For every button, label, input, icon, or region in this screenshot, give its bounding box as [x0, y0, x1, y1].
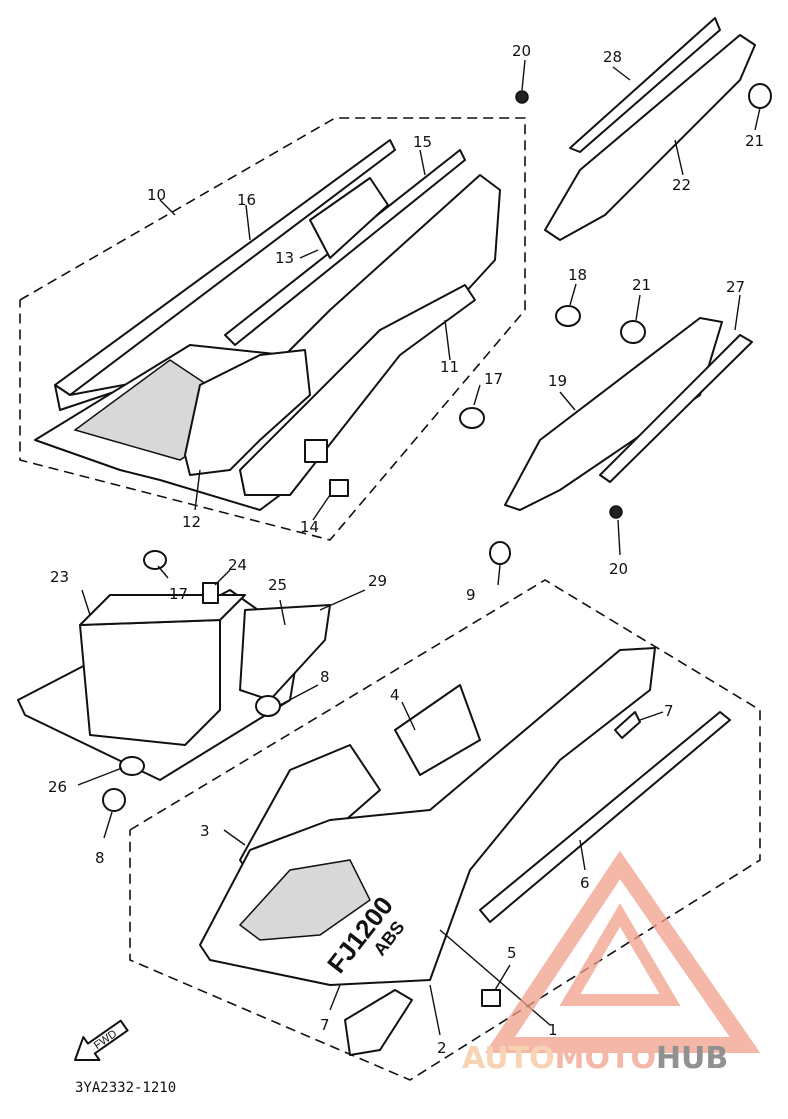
panel-13	[309, 177, 389, 259]
label-15: 15	[413, 133, 432, 151]
grommet-17-upper	[459, 407, 485, 429]
watermark-text: AUTOMOTOHUB	[462, 1041, 728, 1076]
piece-7-upper	[614, 711, 641, 739]
label-20-top: 20	[512, 42, 531, 60]
grommet-8-low	[102, 788, 126, 812]
washer-26	[119, 756, 145, 776]
bolt-20-top	[515, 90, 529, 104]
label-17-lower: 17	[169, 585, 188, 603]
watermark-logo: AUTOMOTOHUB	[462, 850, 761, 1076]
label-26: 26	[48, 778, 67, 796]
bolt-20-mid	[609, 505, 623, 519]
label-17-upper: 17	[484, 370, 503, 388]
label-4: 4	[390, 686, 400, 704]
grommet-8-mid	[255, 695, 281, 717]
grommet-21-top	[748, 83, 772, 109]
clip-5	[481, 989, 501, 1007]
label-22: 22	[672, 176, 691, 194]
grommet-17-lower	[143, 550, 167, 570]
label-24: 24	[228, 556, 247, 574]
strip-6	[479, 711, 731, 923]
part-labels: 10 16 15 13 11 12 14 17 18 20 28 21 22 2…	[48, 42, 764, 1057]
label-6: 6	[580, 874, 590, 892]
label-3: 3	[200, 822, 210, 840]
panel-4	[394, 684, 481, 776]
piece-7-lower	[344, 989, 413, 1056]
label-27: 27	[726, 278, 745, 296]
grommet-18	[555, 305, 581, 327]
label-28: 28	[603, 48, 622, 66]
label-12: 12	[182, 513, 201, 531]
label-7-lower: 7	[320, 1016, 330, 1034]
bracket-22	[544, 34, 756, 241]
watermark-triangle-icon	[485, 850, 761, 1053]
side-cover-1-grille	[238, 859, 371, 941]
label-11: 11	[440, 358, 459, 376]
grommet-9	[489, 541, 511, 565]
bracket-29	[239, 604, 331, 701]
label-18: 18	[568, 266, 587, 284]
watermark-part2: MOTO	[555, 1041, 656, 1076]
clip-24	[202, 582, 219, 604]
watermark-part3: HUB	[656, 1041, 728, 1076]
emblem-12	[184, 349, 311, 476]
label-1: 1	[548, 1021, 558, 1039]
watermark-inner-triangle-icon	[559, 903, 681, 1006]
stripe-28	[569, 17, 721, 153]
upper-group-dashed-boundary	[19, 117, 526, 541]
label-2: 2	[437, 1039, 447, 1057]
battery-box-23-top	[79, 594, 246, 626]
fwd-arrow-icon: FWD	[74, 1019, 129, 1061]
label-20-mid: 20	[609, 560, 628, 578]
label-29: 29	[368, 572, 387, 590]
label-8-mid: 8	[320, 668, 330, 686]
clip-14-b	[329, 479, 349, 497]
label-10: 10	[147, 186, 166, 204]
battery-box-23	[79, 619, 221, 746]
label-25: 25	[268, 576, 287, 594]
label-7-upper: 7	[664, 702, 674, 720]
label-13: 13	[275, 249, 294, 267]
label-8-low: 8	[95, 849, 105, 867]
label-16: 16	[237, 191, 256, 209]
label-21-mid: 21	[632, 276, 651, 294]
panel-19	[504, 317, 723, 511]
grommet-21-mid	[620, 320, 646, 344]
lower-group-dashed-boundary	[129, 579, 761, 1081]
label-14: 14	[300, 518, 319, 536]
label-19: 19	[548, 372, 567, 390]
label-9: 9	[466, 586, 476, 604]
drawing-code: 3YA2332-1210	[75, 1080, 176, 1096]
label-23: 23	[50, 568, 69, 586]
stripe-27	[599, 334, 753, 483]
clip-14	[304, 439, 328, 463]
label-5: 5	[507, 944, 517, 962]
watermark-part1: AUTO	[462, 1041, 555, 1076]
label-21-top: 21	[745, 132, 764, 150]
strip-11	[239, 284, 476, 496]
